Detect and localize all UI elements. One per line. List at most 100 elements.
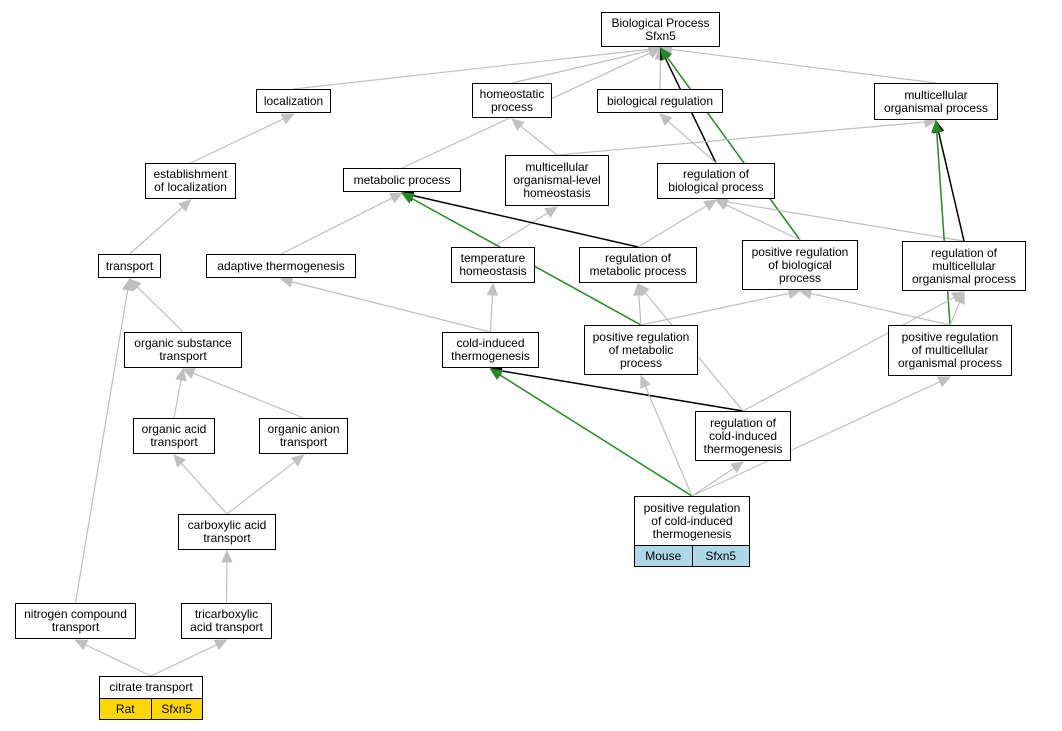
node-organic-acid-transport[interactable]: organic acid transport [133,418,215,454]
arrowhead-8 [178,199,192,213]
arrowhead-40 [221,549,233,563]
edge-regulation-of-metabolic-process-to-metabolic-process [412,194,639,248]
arrowhead-38 [730,461,744,474]
node-adaptive-thermogenesis[interactable]: adaptive thermogenesis [206,254,356,278]
edge-establishment-of-localization-to-localization [190,118,284,164]
arrowhead-39 [937,376,952,388]
edge-multicellular-organismal-process-to-biological-process [671,48,937,84]
node-positive-regulation-of-multicellular-organismal-process[interactable]: positive regulation of multicellular org… [888,325,1012,376]
arrowhead-13 [389,192,404,204]
node-regulation-of-biological-process[interactable]: regulation of biological process [657,163,775,199]
gene-tag-sfxn5-rat: Sfxn5 [150,699,202,719]
arrowhead-23 [279,276,294,288]
edge-multicellular-organismal-level-homeostasis-to-multicellular-organismal-process [556,121,926,156]
node-metabolic-process[interactable]: metabolic process [343,168,461,192]
node-regulation-of-metabolic-process[interactable]: regulation of metabolic process [579,247,697,283]
node-organic-substance-transport[interactable]: organic substance transport [124,332,242,368]
arrowhead-33 [951,291,966,303]
edge-transport-to-establishment-of-localization [129,206,183,255]
edge-positive-regulation-of-cold-induced-thermogenesis-to-positive-regulation-of-metabolic-process [644,385,693,497]
arrowhead-34 [173,454,186,468]
edge-positive-regulation-of-multicellular-organismal-process-to-positive-regulation-of-biological-process [810,292,951,326]
node-cold-induced-thermogenesis[interactable]: cold-induced thermogenesis [442,332,539,368]
node-multicellular-organismal-level-homeostasis[interactable]: multicellular organismal-level homeostas… [505,155,609,206]
edge-regulation-of-cold-induced-thermogenesis-to-regulation-of-multicellular-organismal-process [742,296,955,412]
arrowhead-36 [489,368,504,381]
gene-tag-cold-induced: Mouse Sfxn5 [634,545,750,567]
edge-organic-substance-transport-to-transport [136,286,184,333]
node-localization[interactable]: localization [256,89,331,113]
edge-positive-regulation-of-metabolic-process-to-positive-regulation-of-biological-process [640,292,790,326]
edge-regulation-of-multicellular-organismal-process-to-multicellular-organismal-process [937,131,965,242]
gene-tag-sfxn5-mouse: Sfxn5 [691,546,749,566]
arrowhead-11 [659,113,673,127]
node-biological-process[interactable]: Biological Process Sfxn5 [601,12,720,47]
node-citrate-transport[interactable]: citrate transport [99,676,203,699]
node-transport[interactable]: transport [98,254,161,278]
arrowhead-35 [290,454,305,467]
node-carboxylic-acid-transport[interactable]: carboxylic acid transport [178,514,276,550]
edge-carboxylic-acid-transport-to-organic-anion-transport [226,461,296,515]
gene-tag-citrate: Rat Sfxn5 [99,698,203,720]
node-positive-regulation-of-metabolic-process[interactable]: positive regulation of metabolic process [584,325,698,375]
edge-nitrogen-compound-transport-to-transport [74,289,129,604]
arrowhead-12 [544,206,559,219]
species-tag-mouse: Mouse [635,546,692,566]
edge-positive-regulation-of-cold-induced-thermogenesis-to-cold-induced-thermogenesis [499,374,693,497]
node-positive-regulation-of-biological-process[interactable]: positive regulation of biological proces… [742,240,858,290]
edge-regulation-of-metabolic-process-to-regulation-of-biological-process [637,205,707,248]
node-regulation-of-multicellular-organismal-process[interactable]: regulation of multicellular organismal p… [902,241,1026,291]
arrowhead-4 [647,47,662,59]
arrowhead-24 [486,282,499,296]
species-tag-rat: Rat [100,699,151,719]
node-biological-regulation[interactable]: biological regulation [597,89,723,113]
edge-localization-to-biological-process [293,48,650,90]
edge-positive-regulation-of-metabolic-process-to-regulation-of-metabolic-process [638,294,642,326]
edge-positive-regulation-of-multicellular-organismal-process-to-multicellular-organismal-process [936,131,951,326]
arrowhead-37 [640,374,651,389]
edge-multicellular-organismal-level-homeostasis-to-homeostatic-process [520,125,558,156]
edge-cold-induced-thermogenesis-to-adaptive-thermogenesis [291,281,491,333]
edge-regulation-of-biological-process-to-biological-regulation [667,120,717,164]
node-nitrogen-compound-transport[interactable]: nitrogen compound transport [15,603,136,639]
edge-positive-regulation-of-cold-induced-thermogenesis-to-positive-regulation-of-multicellular-organismal-process [691,381,941,497]
node-regulation-of-cold-induced-thermogenesis[interactable]: regulation of cold-induced thermogenesis [695,411,791,461]
edge-organic-anion-transport-to-organic-substance-transport [192,372,304,419]
edge-positive-regulation-of-biological-process-to-biological-process [666,56,801,241]
node-homeostatic-process[interactable]: homeostatic process [472,83,552,118]
edge-regulation-of-multicellular-organismal-process-to-regulation-of-biological-process [726,201,965,242]
edge-positive-regulation-of-cold-induced-thermogenesis-to-regulation-of-cold-induced-thermogenesis [691,467,735,497]
node-tricarboxylic-acid-transport[interactable]: tricarboxylic acid transport [181,603,272,639]
node-positive-regulation-of-cold-induced-thermogenesis[interactable]: positive regulation of cold-induced ther… [634,496,750,546]
edge-regulation-of-cold-induced-thermogenesis-to-cold-induced-thermogenesis [501,370,744,412]
arrowhead-16 [703,199,718,211]
arrowhead-9 [511,118,525,131]
arrowhead-42 [213,639,228,651]
arrowhead-21 [128,278,142,292]
node-temperature-homeostasis[interactable]: temperature homeostasis [451,247,535,283]
edge-positive-regulation-of-biological-process-to-regulation-of-biological-process [725,204,801,241]
node-multicellular-organismal-process[interactable]: multicellular organismal process [874,83,998,120]
arrowhead-7 [280,113,295,125]
arrowhead-22 [121,277,134,292]
edge-citrate-transport-to-nitrogen-compound-transport [85,644,152,677]
edge-cold-induced-thermogenesis-to-temperature-homeostasis [489,294,494,333]
node-organic-anion-transport[interactable]: organic anion transport [259,418,348,454]
edge-adaptive-thermogenesis-to-metabolic-process [280,197,393,255]
edge-organic-acid-transport-to-organic-substance-transport [173,379,182,419]
arrowhead-41 [74,639,89,651]
edge-carboxylic-acid-transport-to-organic-acid-transport [180,462,228,515]
arrowhead-29 [175,367,187,382]
edge-positive-regulation-of-multicellular-organismal-process-to-regulation-of-multicellular-organismal-process [949,301,961,326]
arrowhead-20 [931,119,943,133]
edge-temperature-homeostasis-to-multicellular-organismal-level-homeostasis [492,212,549,248]
edge-citrate-transport-to-tricarboxylic-acid-transport [150,644,217,677]
arrowhead-32 [637,283,650,297]
arrowhead-27 [798,287,813,300]
arrowhead-6 [659,47,672,61]
arrowhead-15 [400,192,415,204]
arrowhead-30 [181,368,196,379]
node-establishment-of-localization[interactable]: establishment of localization [145,163,236,199]
